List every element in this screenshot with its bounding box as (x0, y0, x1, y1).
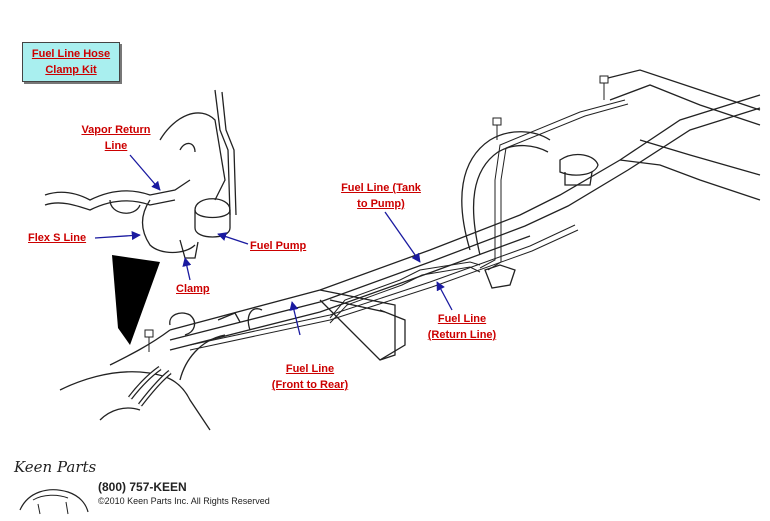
fuel-line-tank-to-pump-label[interactable]: Fuel Line (Tank to Pump) (333, 180, 429, 212)
vapor-return-line-label[interactable]: Vapor Return Line (74, 122, 158, 154)
arrows (94, 154, 453, 336)
black-wedge (112, 255, 160, 345)
return-line-label-line2: (Return Line) (427, 329, 497, 341)
tank-to-pump-label-line1: Fuel Line (Tank (341, 182, 421, 194)
logo-script-text: Keen Parts (13, 458, 97, 476)
keen-parts-logo: Keen Parts (13, 458, 97, 515)
front-to-rear-label-line1: Fuel Line (285, 363, 335, 375)
flex-s-line-label[interactable]: Flex S Line (28, 232, 87, 244)
phone-number: (800) 757-KEEN (98, 480, 187, 494)
bolts (144, 75, 609, 352)
fuel-line-hose-clamp-kit-box[interactable]: Fuel Line Hose Clamp Kit (22, 42, 120, 82)
clamp-label[interactable]: Clamp (176, 283, 210, 295)
fuel-lines (189, 99, 629, 351)
frame-rails (44, 69, 761, 431)
fuel-line-return-line-label[interactable]: Fuel Line (Return Line) (420, 311, 504, 343)
keen-parts-branding: Keen Parts (8, 452, 308, 518)
front-to-rear-label-line2: (Front to Rear) (271, 379, 349, 391)
vapor-return-label-line2: Line (104, 140, 128, 152)
tank-to-pump-label-line2: to Pump) (357, 198, 405, 210)
fuel-line-front-to-rear-label[interactable]: Fuel Line (Front to Rear) (264, 361, 356, 393)
vapor-return-label-line1: Vapor Return (81, 124, 151, 136)
kit-label-line2[interactable]: Clamp Kit (45, 64, 97, 76)
copyright-text: ©2010 Keen Parts Inc. All Rights Reserve… (98, 496, 270, 506)
return-line-label-line1: Fuel Line (437, 313, 487, 325)
kit-label-line1[interactable]: Fuel Line Hose (31, 48, 111, 60)
fuel-pump-label[interactable]: Fuel Pump (250, 240, 307, 252)
